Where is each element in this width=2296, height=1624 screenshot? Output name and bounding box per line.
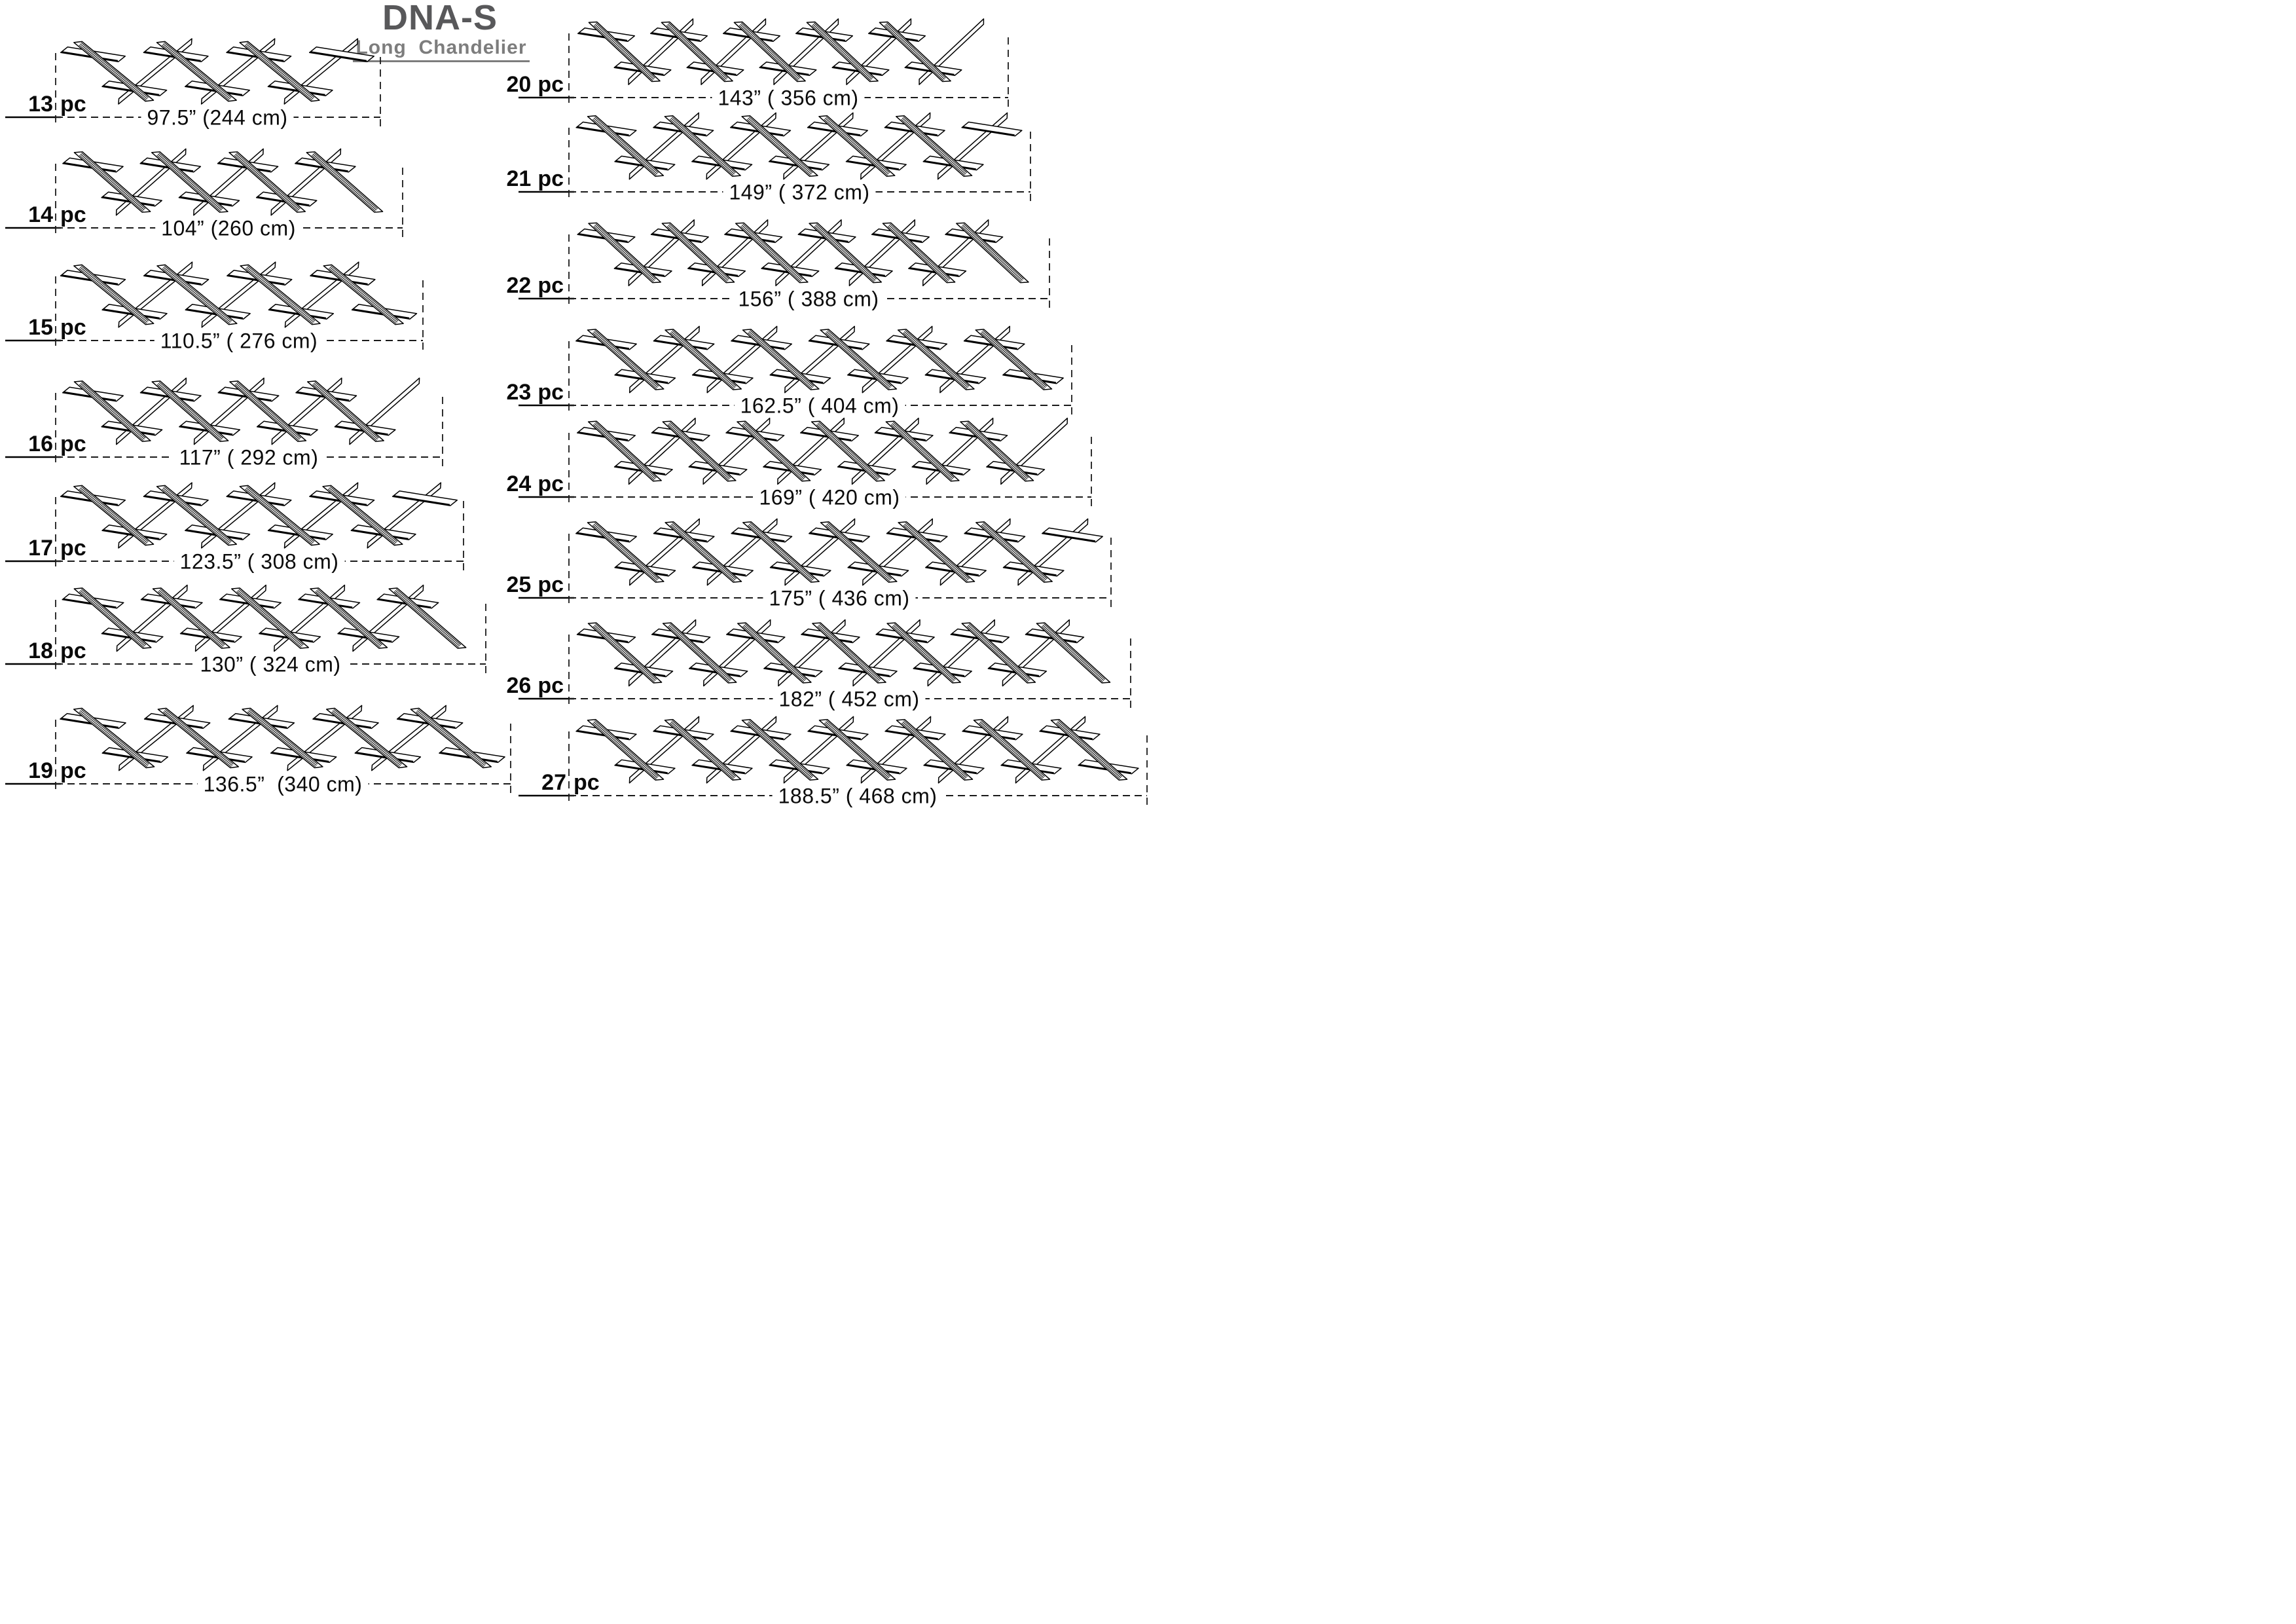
piece-count-label: 17 pc: [0, 537, 154, 559]
dimension-text: 188.5” ( 468 cm): [772, 784, 943, 808]
chandelier-drawing: [572, 18, 1004, 86]
chandelier-drawing: [59, 261, 418, 329]
page-title: DNA-S: [382, 0, 498, 37]
piece-unit: pc: [60, 638, 86, 663]
dimension-text: 110.5” ( 276 cm): [154, 329, 324, 353]
piece-unit: pc: [538, 572, 564, 597]
piece-count: 22: [506, 273, 532, 298]
piece-count-label: 27 pc: [471, 771, 667, 794]
piece-unit: pc: [538, 166, 564, 191]
piece-unit: pc: [60, 536, 86, 561]
piece-count: 23: [506, 380, 532, 405]
chandelier-drawing: [59, 481, 459, 549]
piece-count: 17: [28, 536, 53, 561]
piece-unit: pc: [60, 758, 86, 783]
piece-count-label: 19 pc: [0, 760, 154, 782]
piece-count: 27: [541, 770, 566, 795]
piece-unit: pc: [60, 202, 86, 227]
dimension-text: 123.5” ( 308 cm): [173, 550, 345, 574]
dimension-text: 130” ( 324 cm): [194, 653, 347, 676]
piece-unit: pc: [60, 315, 86, 340]
chandelier-drawing: [59, 377, 438, 445]
chandelier-drawing: [59, 704, 506, 772]
piece-count-label: 16 pc: [0, 433, 154, 455]
piece-count-label: 15 pc: [0, 316, 154, 339]
dimension-text: 104” (260 cm): [155, 217, 302, 240]
piece-count: 15: [28, 315, 53, 340]
dimension-text: 149” ( 372 cm): [723, 181, 876, 204]
dimension-text: 162.5” ( 404 cm): [734, 394, 905, 418]
dimension-text: 169” ( 420 cm): [753, 486, 906, 509]
dimension-text: 117” ( 292 cm): [173, 446, 325, 470]
page-subtitle-wrap: Long Chandelier: [310, 37, 572, 62]
piece-unit: pc: [538, 273, 564, 298]
chandelier-drawing: [572, 112, 1026, 180]
piece-count: 26: [506, 673, 532, 698]
chandelier-drawing: [572, 219, 1045, 287]
chandelier-drawing: [59, 148, 398, 216]
piece-unit: pc: [538, 673, 564, 698]
piece-unit: pc: [538, 380, 564, 405]
piece-count: 25: [506, 572, 532, 597]
page-subtitle: Long Chandelier: [353, 37, 530, 62]
piece-unit: pc: [538, 72, 564, 97]
chandelier-drawing: [572, 325, 1067, 394]
piece-count: 13: [28, 92, 53, 117]
piece-count: 21: [506, 166, 532, 191]
piece-unit: pc: [60, 432, 86, 456]
dimension-text: 143” ( 356 cm): [712, 86, 865, 110]
dimension-text: 136.5” (340 cm): [197, 773, 369, 796]
piece-count: 20: [506, 72, 532, 97]
chandelier-drawing: [572, 619, 1126, 687]
spec-sheet: DNA-S Long Chandelier 13 pc 97.5” (244 cm)…: [0, 0, 1148, 812]
piece-count-label: 13 pc: [0, 93, 154, 115]
dimension-lines: [5, 164, 403, 237]
chandelier-drawing: [572, 417, 1087, 485]
piece-unit: pc: [60, 92, 86, 117]
piece-count-label: 14 pc: [0, 204, 154, 226]
dimension-lines: [519, 635, 1131, 708]
chandelier-drawing: [572, 716, 1142, 784]
dimension-lines: [519, 33, 1009, 107]
dimension-text: 156” ( 388 cm): [732, 287, 885, 311]
dimension-text: 97.5” (244 cm): [141, 106, 294, 130]
piece-count: 24: [506, 471, 532, 496]
piece-count: 16: [28, 432, 53, 456]
piece-count: 14: [28, 202, 53, 227]
dimension-lines: [5, 53, 381, 126]
piece-unit: pc: [538, 471, 564, 496]
chandelier-drawing: [59, 584, 481, 652]
dimension-text: 182” ( 452 cm): [773, 688, 926, 711]
dimension-text: 175” ( 436 cm): [763, 587, 916, 610]
chandelier-drawing: [59, 37, 376, 105]
piece-unit: pc: [574, 770, 600, 795]
piece-count: 18: [28, 638, 53, 663]
piece-count: 19: [28, 758, 53, 783]
chandelier-drawing: [572, 518, 1106, 586]
piece-count-label: 18 pc: [0, 640, 154, 662]
